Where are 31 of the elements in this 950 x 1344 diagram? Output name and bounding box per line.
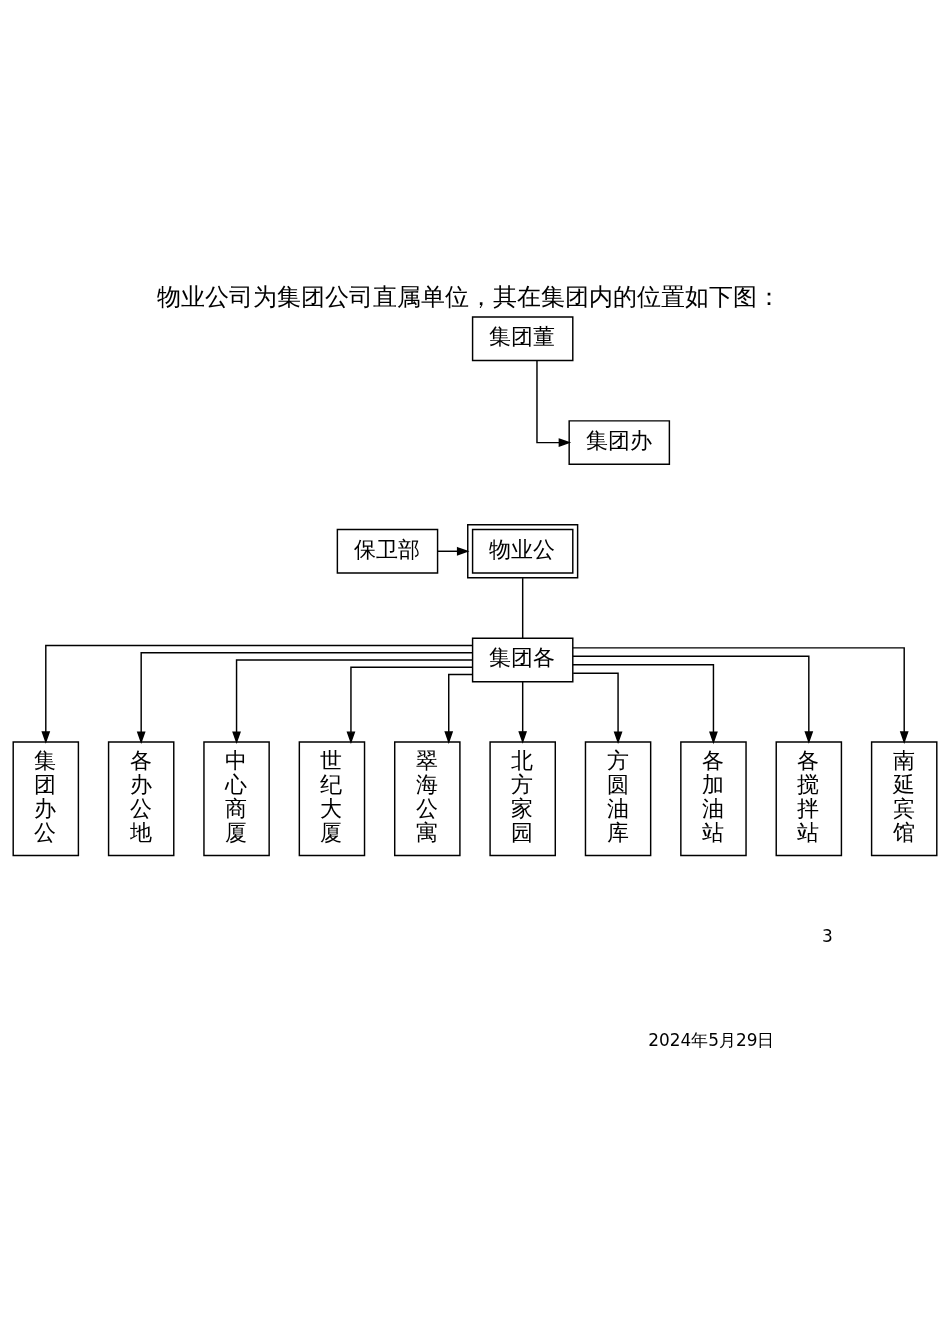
node-box: 集团董 (471, 316, 574, 362)
node-box: 各加油站 (680, 741, 747, 857)
arrow (41, 644, 474, 744)
arrow (437, 546, 470, 556)
arrow (232, 659, 474, 745)
node-box: 集团各 (471, 637, 574, 683)
arrow (572, 655, 814, 744)
node-box: 物业公 (467, 524, 579, 579)
arrow (572, 647, 909, 744)
label: 3 (822, 926, 833, 947)
node-box: 方圆油库 (584, 741, 652, 857)
node-box: 中心商厦 (203, 741, 270, 857)
node-box: 集团办公 (12, 741, 80, 857)
node-box: 各搅拌站 (775, 741, 843, 857)
arrow (572, 672, 623, 745)
arrow (518, 681, 528, 744)
arrow (572, 664, 718, 745)
connector (521, 577, 524, 639)
label: 2024年5月29日 (648, 1029, 775, 1050)
node-box: 南延宾馆 (870, 741, 938, 857)
diagram-title: 物业公司为集团公司直属单位，其在集团内的位置如下图： (156, 282, 781, 311)
node-box: 世纪大厦 (298, 741, 366, 857)
arrow (444, 673, 474, 744)
node-box: 翠海公寓 (394, 741, 461, 857)
node-box: 北方家园 (489, 741, 556, 857)
node-box: 各办公地 (107, 741, 175, 857)
node-box: 保卫部 (336, 528, 439, 574)
arrow (346, 666, 474, 744)
node-box: 集团办 (568, 420, 671, 466)
arrow (536, 360, 572, 447)
arrow (136, 651, 474, 745)
